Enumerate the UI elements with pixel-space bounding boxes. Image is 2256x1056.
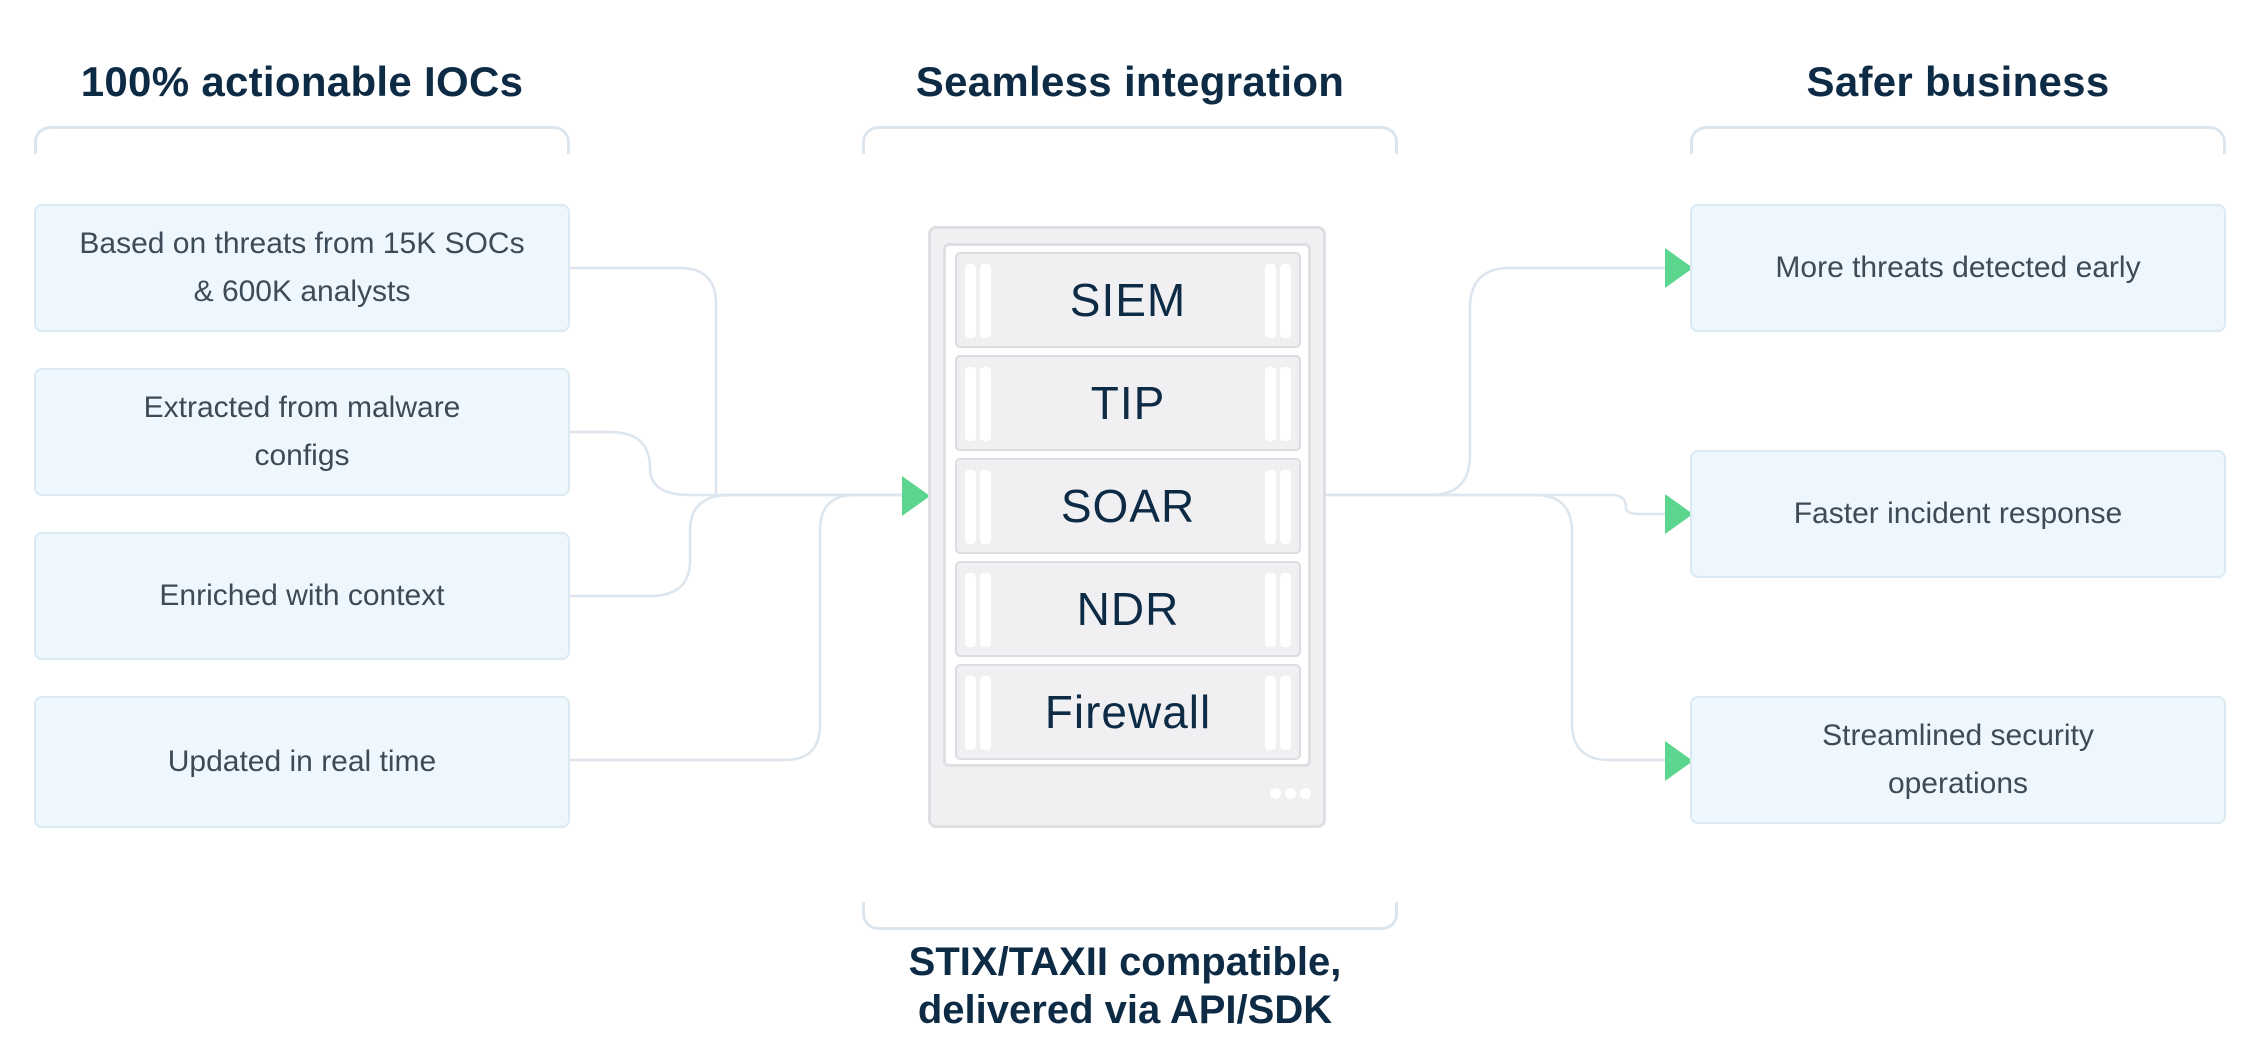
heading-seamless-integration: Seamless integration: [915, 58, 1345, 105]
slot-label: SOAR: [1060, 480, 1196, 532]
rack-slot-siem: SIEM: [955, 252, 1301, 348]
server-rack: SIEM TIP SOAR NDR Firewall: [928, 226, 1326, 828]
slot-bar: [1265, 676, 1276, 750]
rack-dot: [1300, 788, 1311, 799]
slot-label: Firewall: [1044, 686, 1212, 738]
card-updated-in-real-time: Updated in real time: [34, 696, 570, 828]
card-text-line: Extracted from malware: [143, 391, 461, 424]
rack-slot-firewall: Firewall: [955, 664, 1301, 760]
rack-slot-ndr: NDR: [955, 561, 1301, 657]
rack-slot-tip: TIP: [955, 355, 1301, 451]
card-more-threats-detected: More threats detected early: [1690, 204, 2226, 332]
slot-bar: [1265, 573, 1276, 647]
bracket-bottom: [862, 902, 1398, 930]
card-text-line: Based on threats from 15K SOCs: [79, 227, 525, 260]
slot-bar: [1280, 676, 1291, 750]
footer-line: STIX/TAXII compatible,: [908, 940, 1342, 984]
heading-actionable-iocs: 100% actionable IOCs: [80, 58, 524, 105]
heading-safer-business: Safer business: [1806, 58, 2110, 105]
card-text-line: configs: [254, 439, 350, 472]
rack-inner-frame: SIEM TIP SOAR NDR Firewall: [943, 243, 1311, 767]
rack-status-dots: [1270, 788, 1311, 799]
slot-label: SIEM: [1069, 274, 1187, 326]
card-text-line: Enriched with context: [159, 579, 445, 612]
connector-right-2: [1326, 493, 1668, 516]
card-streamlined-security: Streamlined security operations: [1690, 696, 2226, 824]
connector-left-4: [570, 493, 910, 762]
arrow-into-rack: [902, 476, 930, 516]
connector-left-2: [570, 430, 910, 497]
slot-bar: [965, 264, 976, 338]
slot-bar: [1280, 470, 1291, 544]
bracket-left: [34, 126, 570, 154]
slot-label: TIP: [1090, 377, 1166, 429]
card-enriched-with-context: Enriched with context: [34, 532, 570, 660]
slot-bar: [1280, 573, 1291, 647]
slot-bar: [980, 367, 991, 441]
card-text-line: operations: [1887, 767, 2029, 800]
rack-slot-soar: SOAR: [955, 458, 1301, 554]
card-text-line: Streamlined security: [1822, 719, 2094, 752]
slot-bar: [980, 573, 991, 647]
rack-dot: [1270, 788, 1281, 799]
card-text-line: & 600K analysts: [193, 275, 411, 308]
slot-bar: [965, 573, 976, 647]
card-text-line: Updated in real time: [167, 745, 437, 778]
arrow-to-card-1: [1665, 248, 1693, 288]
connector-right-3: [1326, 493, 1668, 762]
card-faster-incident-response: Faster incident response: [1690, 450, 2226, 578]
arrow-to-card-3: [1665, 741, 1693, 781]
slot-bar: [980, 264, 991, 338]
footer-compatibility-note: STIX/TAXII compatible, delivered via API…: [840, 938, 1410, 1034]
rack-dot: [1285, 788, 1296, 799]
bracket-right: [1690, 126, 2226, 154]
slot-bar: [1265, 264, 1276, 338]
connector-right-1: [1326, 266, 1668, 497]
connector-left-1: [570, 266, 910, 497]
slot-label: NDR: [1076, 583, 1180, 635]
footer-line: delivered via API/SDK: [917, 988, 1333, 1032]
card-text-line: More threats detected early: [1775, 251, 2141, 284]
slot-bar: [965, 676, 976, 750]
slot-bar: [980, 470, 991, 544]
slot-bar: [1280, 367, 1291, 441]
card-text-line: Faster incident response: [1793, 497, 2123, 530]
slot-bar: [965, 470, 976, 544]
slot-bar: [1265, 470, 1276, 544]
arrow-to-card-2: [1665, 494, 1693, 534]
slot-bar: [980, 676, 991, 750]
slot-bar: [965, 367, 976, 441]
slot-bar: [1265, 367, 1276, 441]
card-extracted-from-malware: Extracted from malware configs: [34, 368, 570, 496]
slot-bar: [1280, 264, 1291, 338]
card-based-on-threats: Based on threats from 15K SOCs & 600K ana…: [34, 204, 570, 332]
bracket-center: [862, 126, 1398, 154]
connector-left-3: [570, 493, 910, 598]
